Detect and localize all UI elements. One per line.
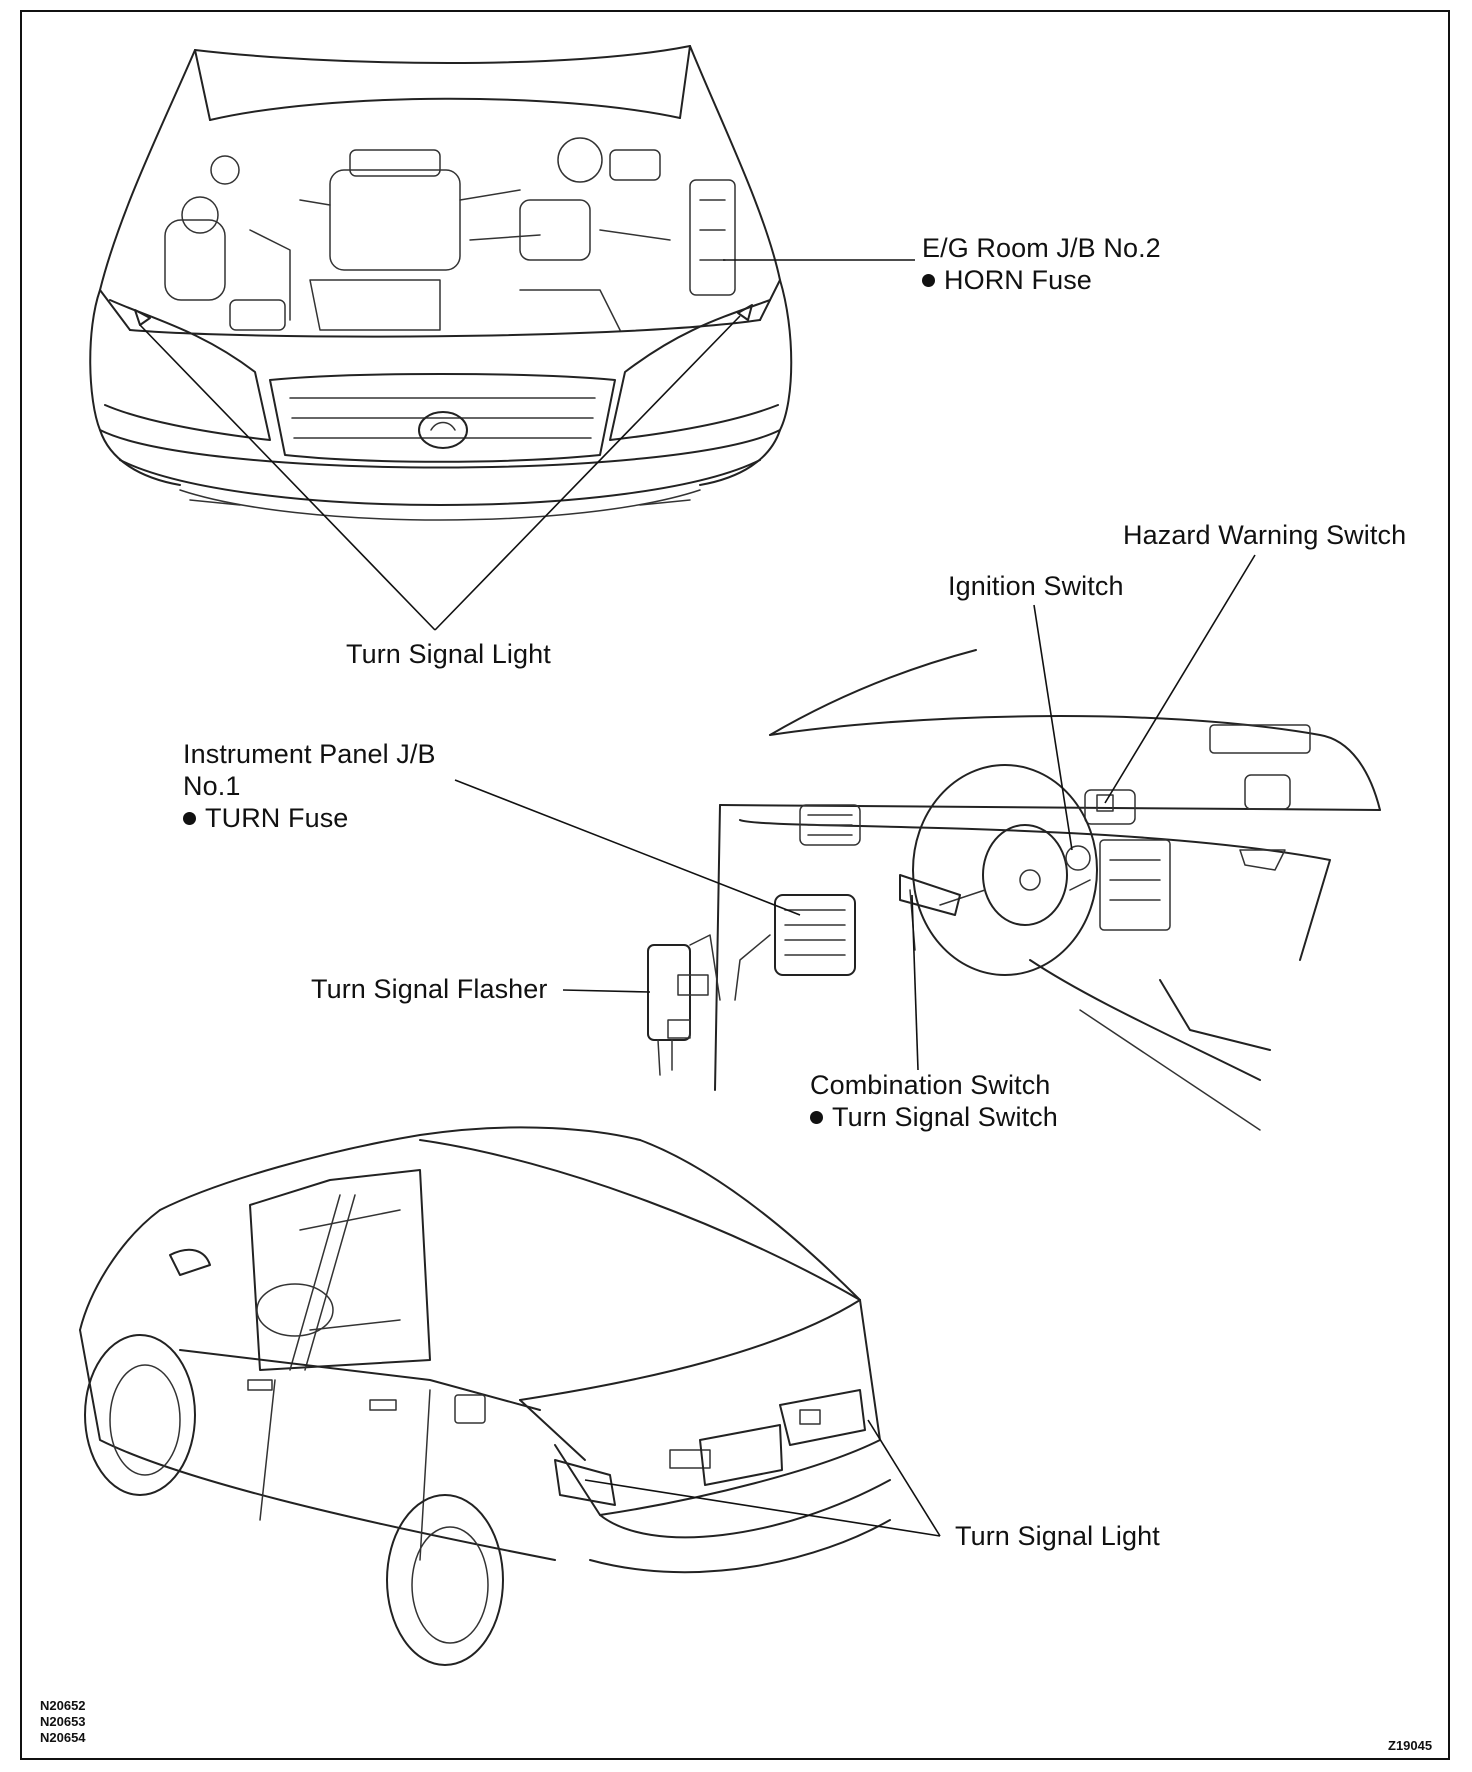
label-turn-signal-light-front: Turn Signal Light (346, 639, 551, 669)
figure-code: N20652 (40, 1698, 86, 1713)
leader-instrument-panel-jb (454, 779, 801, 916)
label-eg-room-jb: E/G Room J/B No.2 HORN Fuse (922, 232, 1161, 296)
page-border (20, 10, 1450, 1760)
bullet-icon (922, 274, 935, 287)
leader-turn-signal-flasher (562, 989, 651, 993)
label-combination-switch: Combination Switch Turn Signal Switch (810, 1069, 1058, 1133)
leader-hazard-warning-switch (1104, 554, 1256, 804)
leader-turn-signal-front-right (434, 315, 741, 631)
rear-car-illustration (79, 1126, 891, 1666)
bullet-icon (183, 812, 196, 825)
drawing-number: Z19045 (1388, 1738, 1433, 1753)
figure-code: N20653 (40, 1714, 86, 1729)
instrument-panel-jb-line1: Instrument Panel J/B (183, 739, 436, 769)
combination-switch-name: Combination Switch (810, 1070, 1051, 1100)
leader-turn-signal-rear-left (584, 1479, 941, 1537)
label-ignition-switch: Ignition Switch (948, 571, 1124, 601)
eg-room-jb-name: E/G Room J/B No.2 (922, 233, 1161, 263)
leader-turn-signal-rear-right (867, 1419, 941, 1537)
turn-signal-switch-label: Turn Signal Switch (832, 1102, 1058, 1132)
leader-ignition-switch (1033, 604, 1073, 851)
instrument-panel-jb-line2: No.1 (183, 771, 241, 801)
bullet-icon (810, 1111, 823, 1124)
leader-turn-signal-front-left (139, 324, 436, 631)
leader-combination-switch (911, 894, 919, 1071)
figure-codes: N20652 N20653 N20654 (40, 1698, 86, 1746)
front-car-engine-room-illustration (89, 45, 793, 521)
dashboard-illustration (647, 649, 1381, 1131)
turn-fuse-label: TURN Fuse (205, 803, 349, 833)
label-instrument-panel-jb: Instrument Panel J/B No.1 TURN Fuse (183, 738, 436, 834)
label-turn-signal-light-rear: Turn Signal Light (955, 1521, 1160, 1551)
horn-fuse-label: HORN Fuse (944, 265, 1092, 295)
figure-code: N20654 (40, 1730, 86, 1745)
label-hazard-warning-switch: Hazard Warning Switch (1123, 520, 1407, 550)
label-turn-signal-flasher: Turn Signal Flasher (311, 974, 548, 1004)
